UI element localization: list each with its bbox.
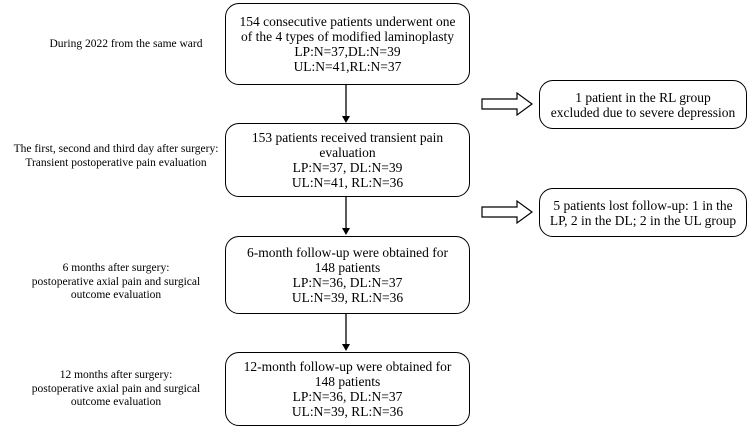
stage-label-transient-pain: The first, second and third day after su… (13, 143, 219, 169)
arrowhead-2 (342, 228, 350, 235)
stage-label-enrollment: During 2022 from the same ward (49, 38, 203, 50)
box-transient-pain: 153 patients received transient pain eva… (225, 123, 470, 197)
box-enrollment: 154 consecutive patients underwent one o… (225, 3, 470, 85)
stage-label-12-month: 12 months after surgery: postoperative a… (31, 369, 201, 408)
box-12-month-follow-up: 12-month follow-up were obtained for 148… (225, 352, 470, 426)
box-6-month-follow-up: 6-month follow-up were obtained for 148 … (225, 236, 470, 314)
exclusion-box-lost-follow-up: 5 patients lost follow-up: 1 in the LP, … (539, 188, 747, 237)
exclusion-arrow-1 (481, 91, 534, 117)
stage-label-6-month: 6 months after surgery: postoperative ax… (31, 262, 201, 301)
arrowhead-1 (342, 116, 350, 123)
exclusion-arrow-2 (481, 199, 534, 225)
exclusion-box-depression: 1 patient in the RL group excluded due t… (539, 80, 747, 129)
arrowhead-3 (342, 344, 350, 351)
